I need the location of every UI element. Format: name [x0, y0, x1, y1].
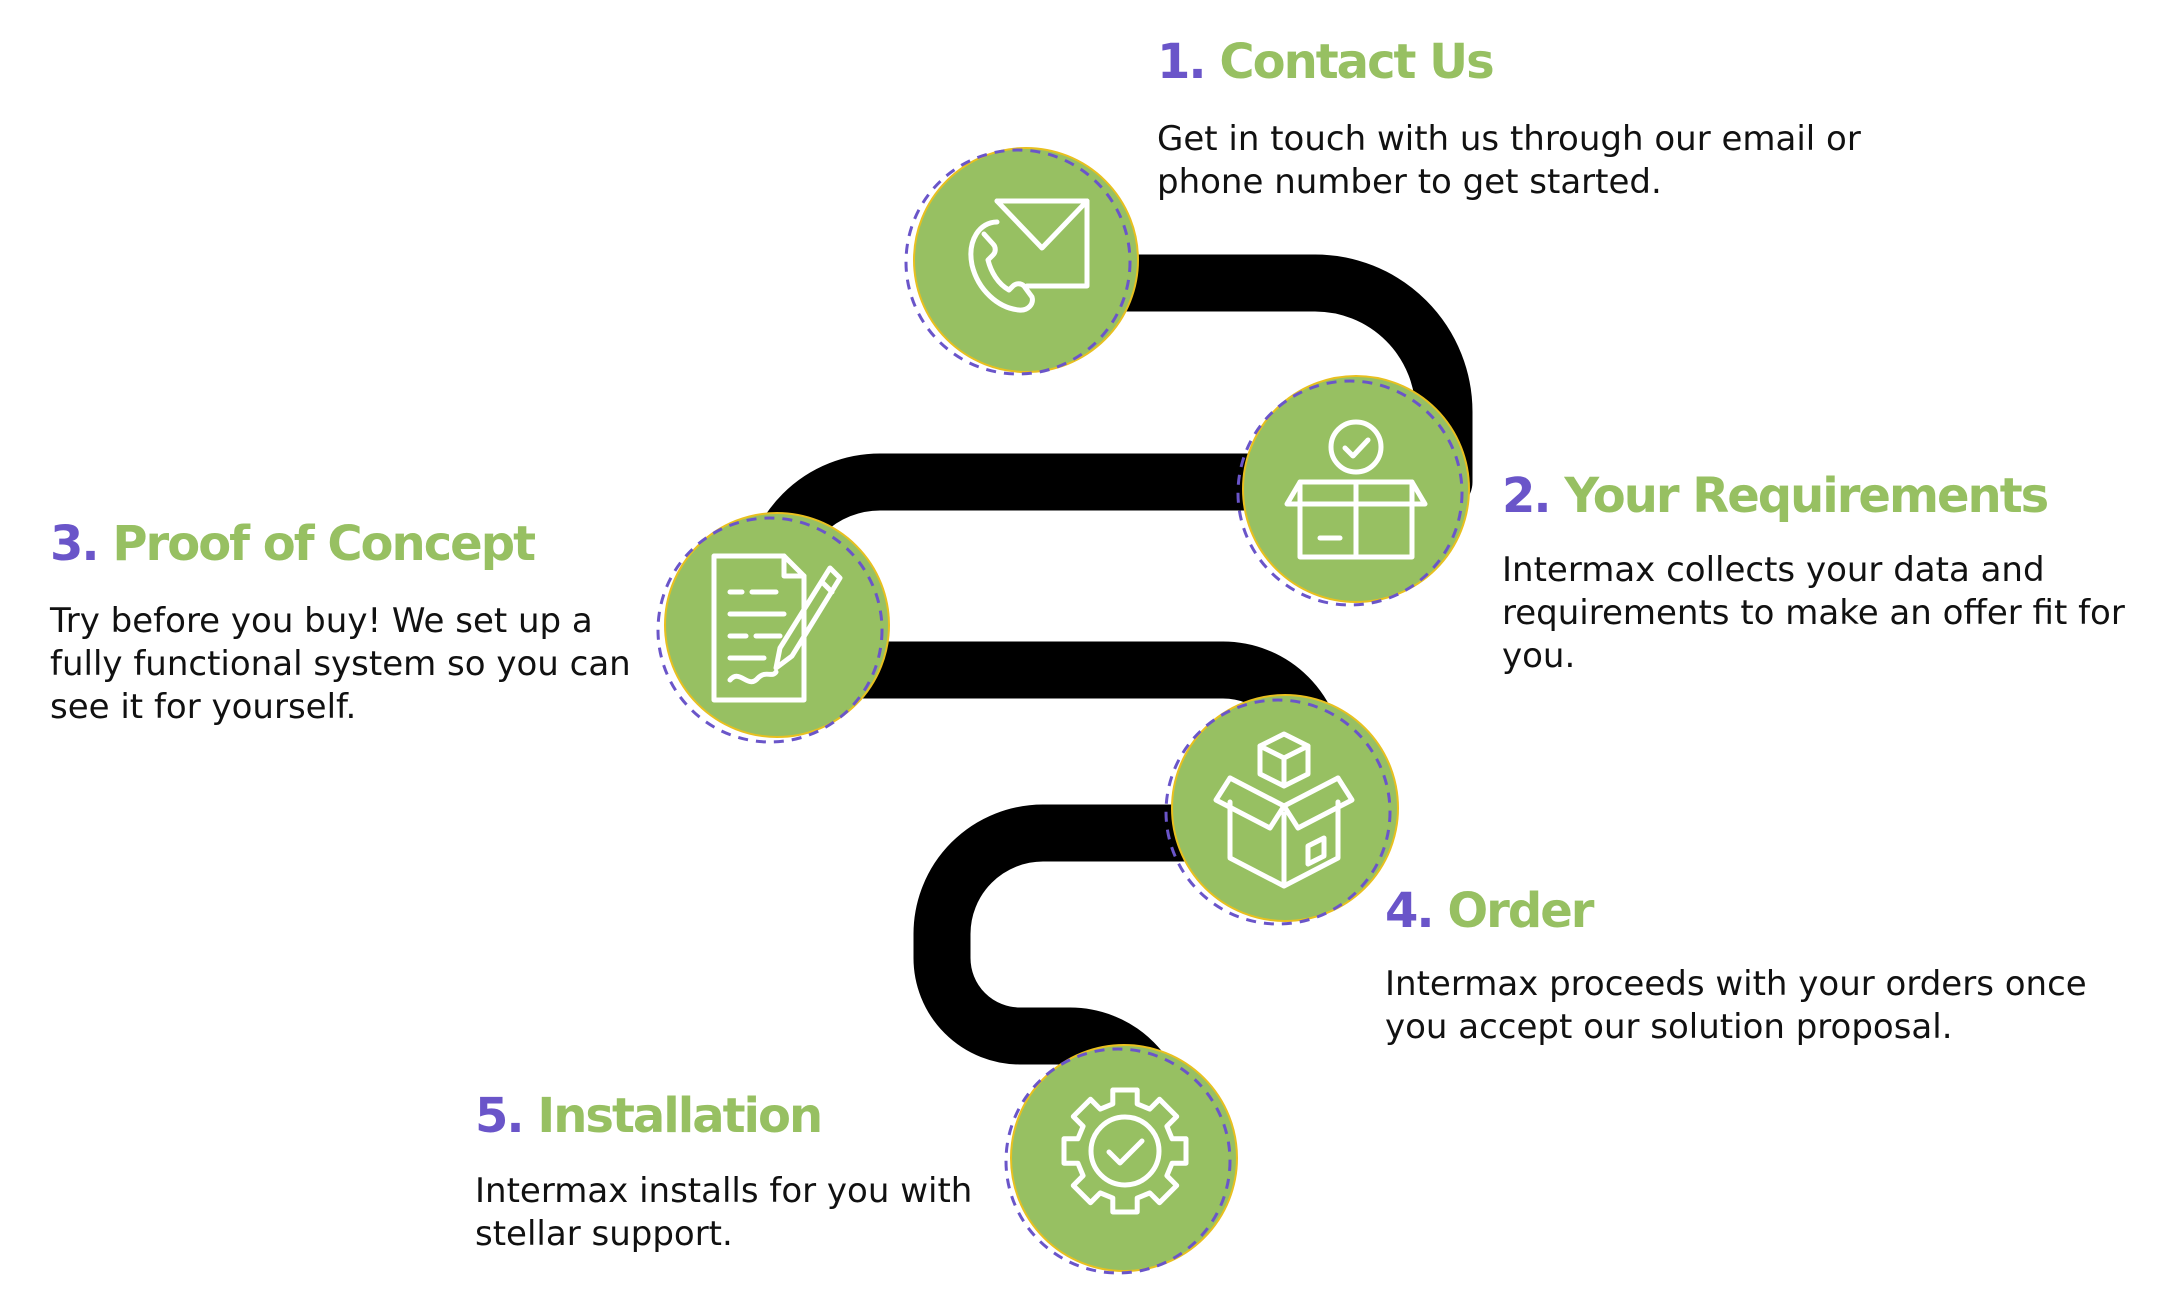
- box-checkmark-icon: [1284, 419, 1428, 560]
- step-3-title: 3. Proof of Concept: [50, 520, 536, 568]
- envelope-phone-icon: [968, 198, 1090, 313]
- step-4-number: 4.: [1385, 883, 1435, 939]
- step-2-name: Your Requirements: [1564, 468, 2049, 524]
- gear-checkmark-icon: [1061, 1087, 1189, 1215]
- step-5-name: Installation: [537, 1088, 823, 1144]
- step-2-title: 2. Your Requirements: [1502, 472, 2049, 520]
- step-4-title: 4. Order: [1385, 887, 1594, 935]
- step-4-name: Order: [1447, 883, 1594, 939]
- step-1-name: Contact Us: [1219, 34, 1494, 90]
- step-3-description: Try before you buy! We set up a fully fu…: [50, 601, 631, 727]
- step-3-name: Proof of Concept: [112, 516, 536, 572]
- step-1-number: 1.: [1157, 34, 1207, 90]
- step-5-description: Intermax installs for you with stellar s…: [475, 1171, 973, 1254]
- step-4-description: Intermax proceeds with your orders once …: [1385, 964, 2087, 1047]
- step-2-description: Intermax collects your data and requirem…: [1502, 550, 2125, 676]
- step-1-circle: [902, 140, 1142, 380]
- step-3-number: 3.: [50, 516, 100, 572]
- step-1-title: 1. Contact Us: [1157, 38, 1495, 86]
- step-5-circle: [1000, 1040, 1240, 1280]
- step-4-circle: [1160, 690, 1400, 930]
- step-2-circle: [1232, 372, 1472, 612]
- step-5-number: 5.: [475, 1088, 525, 1144]
- stacked-boxes-icon: [1213, 731, 1355, 889]
- step-3-circle: [652, 508, 892, 748]
- step-1-description: Get in touch with us through our email o…: [1157, 119, 1861, 202]
- step-2-number: 2.: [1502, 468, 1552, 524]
- document-pen-icon: [711, 553, 843, 703]
- step-5-title: 5. Installation: [475, 1092, 823, 1140]
